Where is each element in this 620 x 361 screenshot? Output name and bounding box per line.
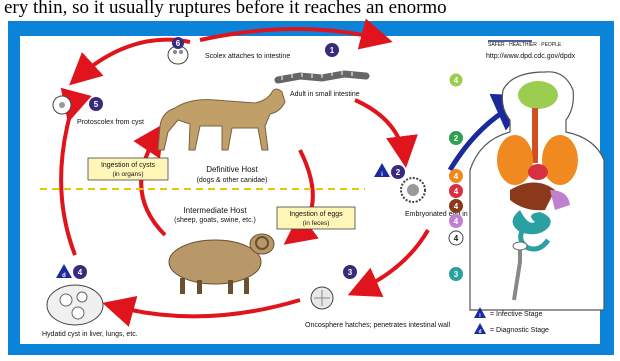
intermediate-host-title: Intermediate Host: [183, 206, 247, 215]
definitive-host-sub: (dogs & other canidae): [197, 177, 268, 184]
arrow-4-to-5: [61, 115, 75, 255]
human-figure-illustration: [470, 72, 604, 310]
ingestion-cysts-sub: (in organs): [112, 171, 143, 178]
arrow-3-to-4: [110, 300, 300, 316]
svg-text:4: 4: [454, 202, 459, 211]
ingestion-eggs-label: Ingestion of eggs: [289, 211, 343, 218]
stage-5-number: 5: [94, 100, 99, 109]
legend: i = Infective Stage d = Diagnostic Stage: [474, 307, 549, 335]
stage-1-number: 1: [330, 46, 335, 55]
stage-4-diagnostic-marker: d: [56, 264, 72, 279]
svg-text:3: 3: [454, 270, 459, 279]
arrow-6-to-1: [200, 29, 385, 40]
arrow-2-to-3: [355, 230, 428, 292]
source-url[interactable]: http://www.dpd.cdc.gov/dpdx: [486, 53, 576, 60]
svg-text:4: 4: [454, 172, 459, 181]
hydatid-cyst-illustration: [47, 285, 103, 325]
svg-text:d: d: [62, 273, 66, 279]
dog-illustration: [158, 89, 285, 150]
svg-text:4: 4: [454, 234, 459, 243]
legend-diagnostic-label: = Diagnostic Stage: [490, 327, 549, 334]
stage-4-number: 4: [78, 268, 83, 277]
stage-6-number: 6: [176, 39, 181, 48]
stage-3-label: Oncosphere hatches; penetrates intestina…: [305, 322, 451, 329]
stage-2-infective-marker: i: [374, 163, 390, 178]
agency-tagline: SAFER · HEALTHIER · PEOPLE: [488, 42, 562, 48]
stage-6-label: Scolex attaches to intestine: [205, 53, 290, 60]
svg-text:4: 4: [454, 217, 459, 226]
svg-text:d: d: [478, 329, 481, 335]
ingestion-eggs-sub: (in feces): [303, 220, 330, 227]
stage-5-label: Protoscolex from cyst: [77, 119, 144, 126]
arrow-1-to-2: [355, 100, 405, 160]
stage-2-number: 2: [396, 168, 401, 177]
sheep-illustration: [169, 234, 274, 294]
svg-text:2: 2: [454, 134, 459, 143]
legend-infective-label: = Infective Stage: [490, 311, 542, 318]
stage-4-label: Hydatid cyst in liver, lungs, etc.: [42, 331, 138, 338]
definitive-host-title: Definitive Host: [206, 165, 258, 174]
cdc-logo-bar: [488, 40, 532, 42]
intermediate-host-sub: (sheep, goats, swine, etc.): [174, 217, 256, 224]
stage-1-label: Adult in small intestine: [290, 91, 360, 98]
svg-text:4: 4: [454, 187, 459, 196]
stage-3-number: 3: [348, 268, 353, 277]
svg-text:4: 4: [454, 76, 459, 85]
ingestion-cysts-label: Ingestion of cysts: [101, 162, 156, 169]
